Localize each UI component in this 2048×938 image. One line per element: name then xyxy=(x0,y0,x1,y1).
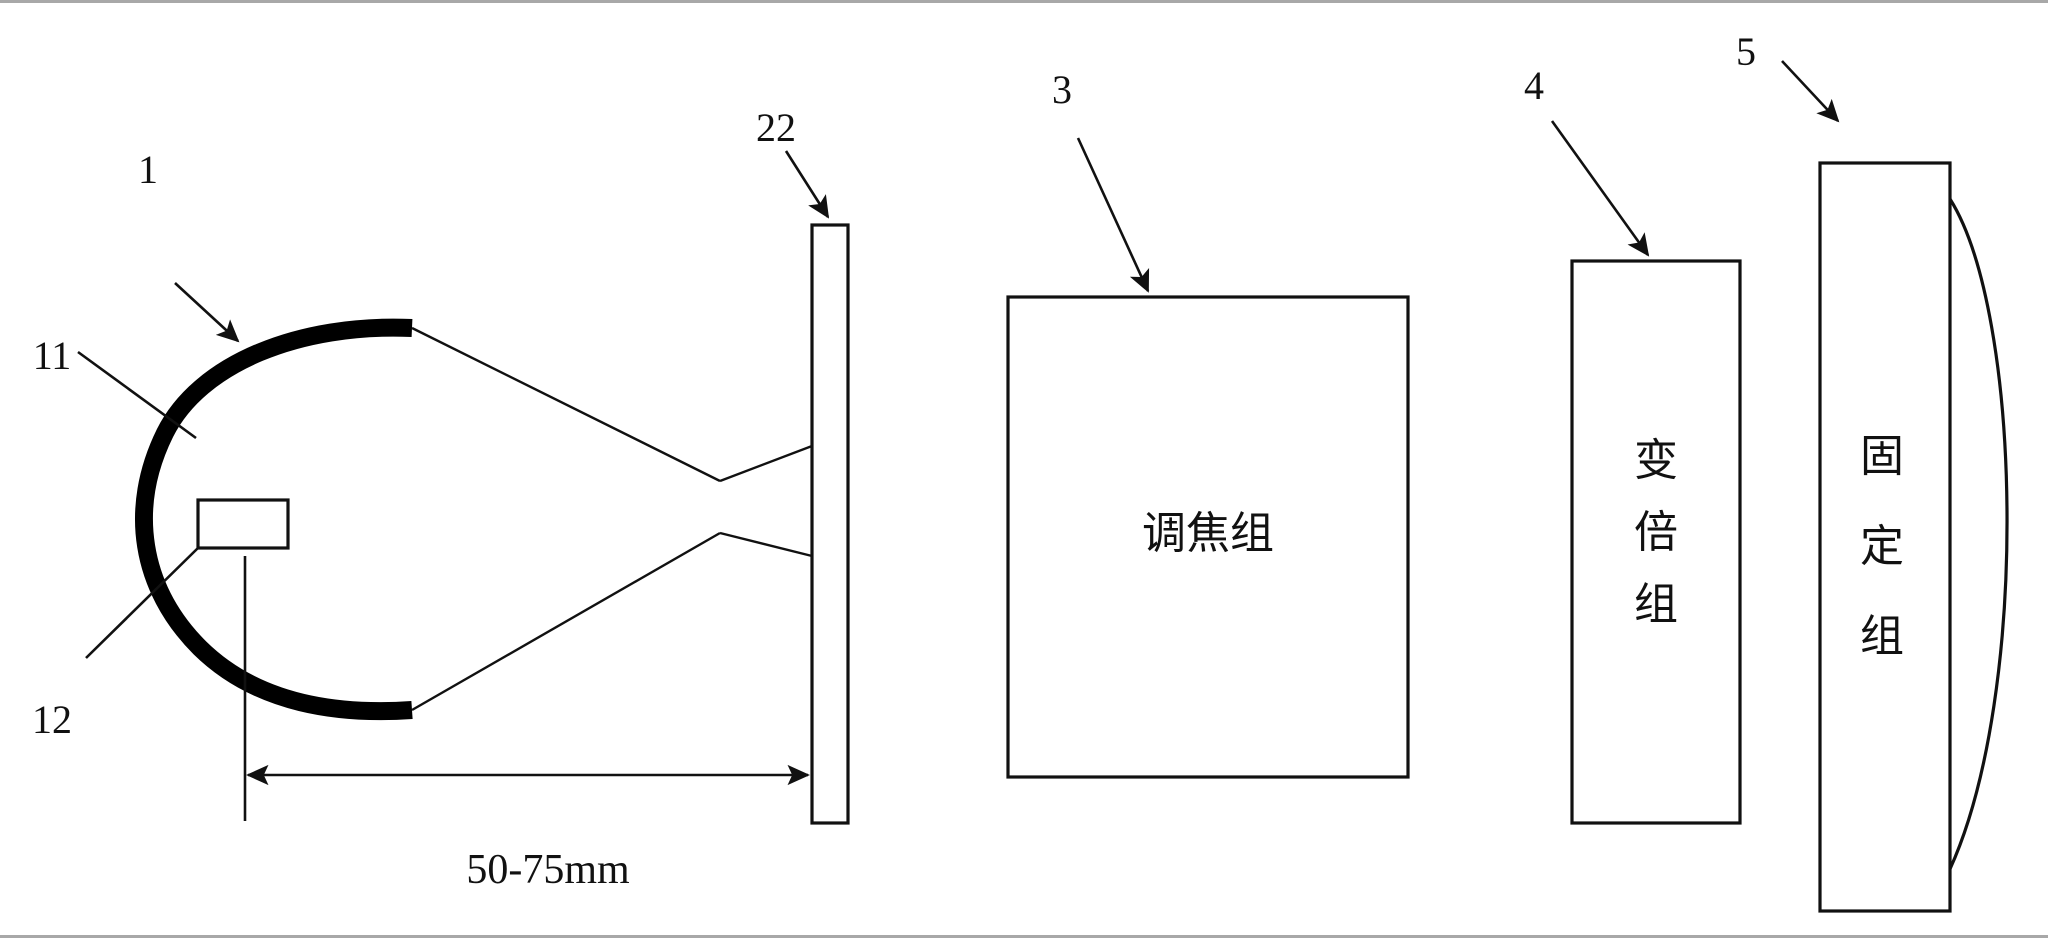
leader-line-12 xyxy=(85,547,199,659)
convex-lens-arc xyxy=(1948,198,2009,870)
focus-group-block xyxy=(1006,295,1410,779)
ray-lower-inner xyxy=(719,531,813,558)
dimension-label: 50-75mm xyxy=(466,847,630,893)
curved-reflector xyxy=(134,318,413,721)
fixed-group-char-3: 组 xyxy=(1860,611,1904,662)
zoom-group-block xyxy=(1570,259,1742,825)
slit-plate xyxy=(810,223,850,825)
ref-label-1: 1 xyxy=(138,147,158,192)
zoom-group-char-3: 组 xyxy=(1634,579,1678,630)
ray-upper-inner xyxy=(719,444,813,483)
leader-line-22 xyxy=(784,150,830,219)
fixed-group-block xyxy=(1818,161,1952,913)
ref-label-5: 5 xyxy=(1736,29,1756,74)
ref-label-12: 12 xyxy=(32,697,72,742)
leader-line-11 xyxy=(77,350,197,440)
diagram-svg: 调焦组 变 倍 组 固 定 组 1 11 12 22 3 4 5 50-75mm xyxy=(32,29,2009,913)
leader-line-1 xyxy=(174,282,240,343)
ray-upper-outer xyxy=(411,326,721,483)
ref-label-3: 3 xyxy=(1052,67,1072,112)
fixed-group-char-1: 固 xyxy=(1860,431,1904,482)
leader-line-5 xyxy=(1781,60,1840,123)
zoom-group-char-2: 倍 xyxy=(1634,507,1678,558)
zoom-group-char-1: 变 xyxy=(1634,435,1678,486)
focus-group-label: 调焦组 xyxy=(1142,508,1274,559)
lamp-rectangle xyxy=(196,498,290,550)
leader-line-3 xyxy=(1076,137,1150,293)
ray-lower-outer xyxy=(411,531,721,712)
leader-line-4 xyxy=(1550,120,1650,257)
ref-label-4: 4 xyxy=(1524,63,1544,108)
ref-label-11: 11 xyxy=(33,333,72,378)
ref-label-22: 22 xyxy=(756,105,796,150)
fixed-group-char-2: 定 xyxy=(1860,521,1904,572)
